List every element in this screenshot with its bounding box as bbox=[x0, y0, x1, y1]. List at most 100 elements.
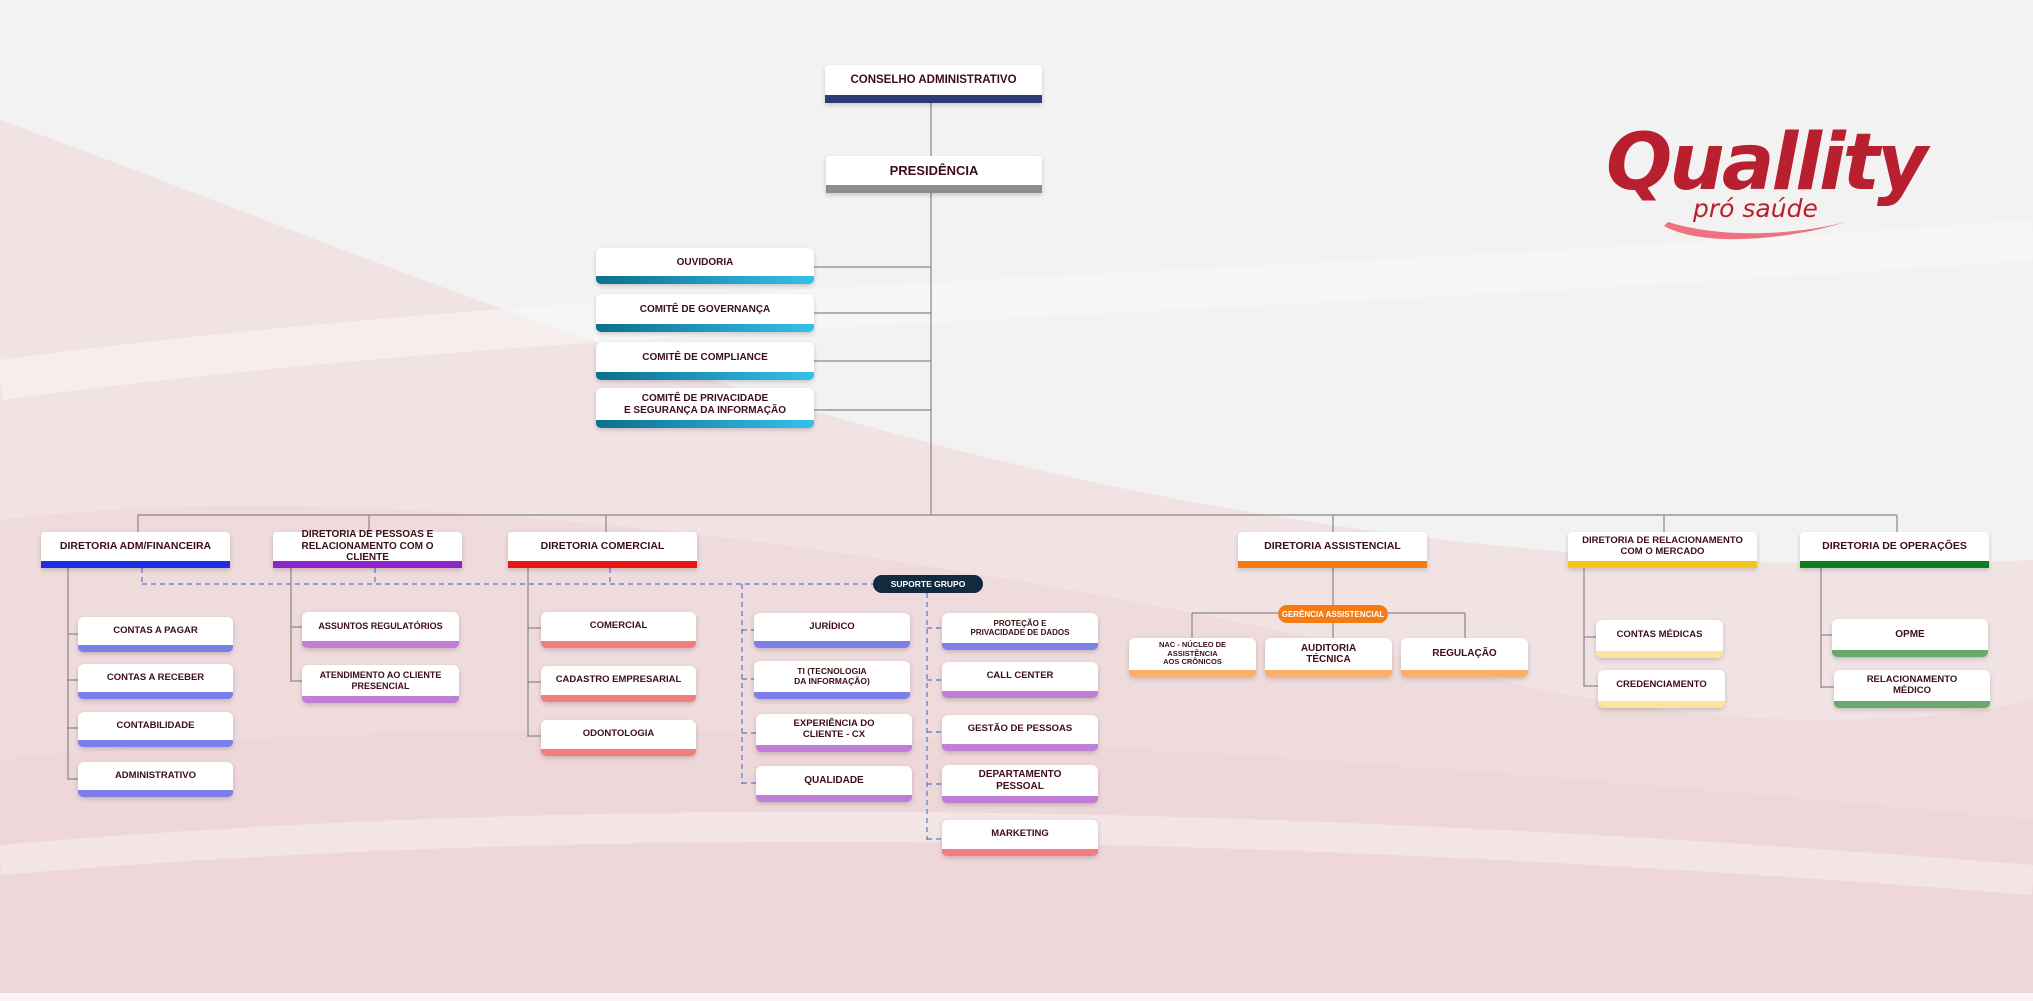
logo-wordmark: Quallity bbox=[1606, 118, 1928, 208]
unit-label: MARKETING bbox=[991, 828, 1049, 840]
unit-label: CONTABILIDADE bbox=[116, 719, 195, 731]
comite-compliance-box[interactable]: COMITÊ DE COMPLIANCE bbox=[596, 342, 814, 380]
unit-bar bbox=[541, 695, 696, 702]
unit-label: RELACIONAMENTO MÉDICO bbox=[1866, 673, 1958, 696]
unit-bar bbox=[1598, 701, 1725, 708]
ouvidoria-box[interactable]: OUVIDORIA bbox=[596, 248, 814, 284]
unit-bar bbox=[756, 795, 912, 802]
assistencial-unit-box[interactable]: AUDITORIA TÉCNICA bbox=[1265, 638, 1392, 677]
diretoria-adm-box[interactable]: DIRETORIA ADM/FINANCEIRA bbox=[41, 532, 230, 568]
suporte-unit-box[interactable]: DEPARTAMENTO PESSOAL bbox=[942, 765, 1098, 803]
pessoas-unit-box[interactable]: ASSUNTOS REGULATÓRIOS bbox=[302, 612, 459, 648]
diretoria-label: DIRETORIA COMERCIAL bbox=[540, 540, 665, 553]
unit-label: OPME bbox=[1895, 628, 1925, 640]
diretoria-label: DIRETORIA DE OPERAÇÕES bbox=[1822, 540, 1967, 553]
unit-label: COMERCIAL bbox=[589, 620, 648, 632]
advisory-bar bbox=[596, 420, 814, 428]
unit-bar bbox=[756, 745, 912, 752]
diretoria-bar bbox=[273, 561, 462, 568]
unit-bar bbox=[942, 744, 1098, 751]
unit-label: CALL CENTER bbox=[986, 670, 1054, 682]
unit-bar bbox=[1401, 670, 1528, 677]
assistencial-unit-box[interactable]: NAC - NÚCLEO DE ASSISTÊNCIA AOS CRÔNICOS bbox=[1129, 638, 1256, 677]
unit-label: TI (TECNOLOGIA DA INFORMAÇÃO) bbox=[794, 665, 870, 686]
presidencia-box[interactable]: PRESIDÊNCIA bbox=[826, 156, 1042, 193]
logo-swoosh bbox=[1664, 222, 1846, 240]
unit-bar bbox=[302, 696, 459, 703]
operacoes-unit-box[interactable]: RELACIONAMENTO MÉDICO bbox=[1834, 670, 1990, 708]
comite-privacidade-box[interactable]: COMITÊ DE PRIVACIDADE E SEGURANÇA DA INF… bbox=[596, 388, 814, 428]
unit-bar bbox=[1265, 670, 1392, 677]
unit-label: ASSUNTOS REGULATÓRIOS bbox=[318, 621, 443, 632]
adm-unit-box[interactable]: CONTAS A PAGAR bbox=[78, 617, 233, 652]
unit-bar bbox=[78, 692, 233, 699]
pessoas-unit-box[interactable]: ATENDIMENTO AO CLIENTE PRESENCIAL bbox=[302, 665, 459, 703]
advisory-label: COMITÊ DE COMPLIANCE bbox=[642, 351, 768, 363]
adm-unit-box[interactable]: ADMINISTRATIVO bbox=[78, 762, 233, 797]
suporte-unit-box[interactable]: QUALIDADE bbox=[756, 766, 912, 802]
diretoria-bar bbox=[41, 561, 230, 568]
unit-bar bbox=[754, 692, 910, 699]
suporte-unit-box[interactable]: PROTEÇÃO E PRIVACIDADE DE DADOS bbox=[942, 613, 1098, 650]
adm-unit-box[interactable]: CONTABILIDADE bbox=[78, 712, 233, 747]
unit-bar bbox=[541, 641, 696, 648]
suporte-unit-box[interactable]: GESTÃO DE PESSOAS bbox=[942, 715, 1098, 751]
unit-label: JURÍDICO bbox=[809, 620, 855, 632]
suporte-unit-box[interactable]: EXPERIÊNCIA DO CLIENTE - CX bbox=[756, 714, 912, 752]
logo-tagline: pró saúde bbox=[1693, 194, 1818, 223]
diretoria-bar bbox=[1800, 561, 1989, 568]
diretoria-label: DIRETORIA DE PESSOAS E RELACIONAMENTO CO… bbox=[301, 529, 434, 564]
unit-label: CADASTRO EMPRESARIAL bbox=[555, 674, 682, 686]
unit-label: CONTAS A RECEBER bbox=[106, 671, 205, 683]
conselho-administrativo-box[interactable]: CONSELHO ADMINISTRATIVO bbox=[825, 65, 1042, 103]
comercial-unit-box[interactable]: CADASTRO EMPRESARIAL bbox=[541, 666, 696, 702]
unit-label: GESTÃO DE PESSOAS bbox=[967, 723, 1073, 735]
presidencia-bar bbox=[826, 185, 1042, 193]
suporte-unit-box[interactable]: MARKETING bbox=[942, 820, 1098, 856]
unit-bar bbox=[1129, 670, 1256, 677]
comercial-unit-box[interactable]: ODONTOLOGIA bbox=[541, 720, 696, 756]
comite-governanca-box[interactable]: COMITÊ DE GOVERNANÇA bbox=[596, 294, 814, 332]
conselho-bar bbox=[825, 95, 1042, 103]
unit-label: CONTAS MÉDICAS bbox=[1616, 629, 1703, 641]
advisory-bar bbox=[596, 372, 814, 380]
operacoes-unit-box[interactable]: OPME bbox=[1832, 619, 1988, 657]
diretoria-comercial-box[interactable]: DIRETORIA COMERCIAL bbox=[508, 532, 697, 568]
unit-label: ODONTOLOGIA bbox=[582, 728, 655, 740]
suporte-grupo-label: SUPORTE GRUPO bbox=[890, 579, 966, 589]
gerencia-assistencial-pill[interactable]: GERÊNCIA ASSISTENCIAL bbox=[1278, 605, 1388, 623]
advisory-bar bbox=[596, 324, 814, 332]
relacionamento-unit-box[interactable]: CREDENCIAMENTO bbox=[1598, 670, 1725, 708]
diretoria-label: DIRETORIA ASSISTENCIAL bbox=[1264, 540, 1401, 553]
advisory-label: OUVIDORIA bbox=[676, 256, 734, 268]
unit-label: DEPARTAMENTO PESSOAL bbox=[978, 769, 1062, 792]
unit-label: EXPERIÊNCIA DO CLIENTE - CX bbox=[793, 717, 875, 740]
advisory-label: COMITÊ DE GOVERNANÇA bbox=[639, 303, 771, 315]
advisory-bar bbox=[596, 276, 814, 284]
assistencial-unit-box[interactable]: REGULAÇÃO bbox=[1401, 638, 1528, 677]
unit-bar bbox=[942, 691, 1098, 698]
diretoria-operacoes-box[interactable]: DIRETORIA DE OPERAÇÕES bbox=[1800, 532, 1989, 568]
suporte-unit-box[interactable]: TI (TECNOLOGIA DA INFORMAÇÃO) bbox=[754, 661, 910, 699]
unit-label: QUALIDADE bbox=[804, 774, 864, 786]
suporte-grupo-pill[interactable]: SUPORTE GRUPO bbox=[873, 575, 983, 593]
unit-bar bbox=[1834, 701, 1990, 708]
unit-bar bbox=[541, 749, 696, 756]
diretoria-relacionamento-box[interactable]: DIRETORIA DE RELACIONAMENTO COM O MERCAD… bbox=[1568, 532, 1757, 568]
unit-bar bbox=[1832, 650, 1988, 657]
gerencia-assistencial-label: GERÊNCIA ASSISTENCIAL bbox=[1281, 609, 1385, 619]
diretoria-assistencial-box[interactable]: DIRETORIA ASSISTENCIAL bbox=[1238, 532, 1427, 568]
unit-label: PROTEÇÃO E PRIVACIDADE DE DADOS bbox=[970, 618, 1070, 637]
relacionamento-unit-box[interactable]: CONTAS MÉDICAS bbox=[1596, 620, 1723, 658]
comercial-unit-box[interactable]: COMERCIAL bbox=[541, 612, 696, 648]
unit-label: CONTAS A PAGAR bbox=[113, 624, 198, 636]
quallity-logo: Quallity pró saúde bbox=[1600, 118, 1928, 258]
adm-unit-box[interactable]: CONTAS A RECEBER bbox=[78, 664, 233, 699]
suporte-unit-box[interactable]: JURÍDICO bbox=[754, 613, 910, 648]
diretoria-pessoas-box[interactable]: DIRETORIA DE PESSOAS E RELACIONAMENTO CO… bbox=[273, 529, 462, 568]
diretoria-label: DIRETORIA ADM/FINANCEIRA bbox=[59, 540, 212, 553]
diretoria-bar bbox=[1238, 561, 1427, 568]
unit-bar bbox=[1596, 651, 1723, 658]
diretoria-label: DIRETORIA DE RELACIONAMENTO COM O MERCAD… bbox=[1582, 534, 1743, 557]
suporte-unit-box[interactable]: CALL CENTER bbox=[942, 662, 1098, 698]
